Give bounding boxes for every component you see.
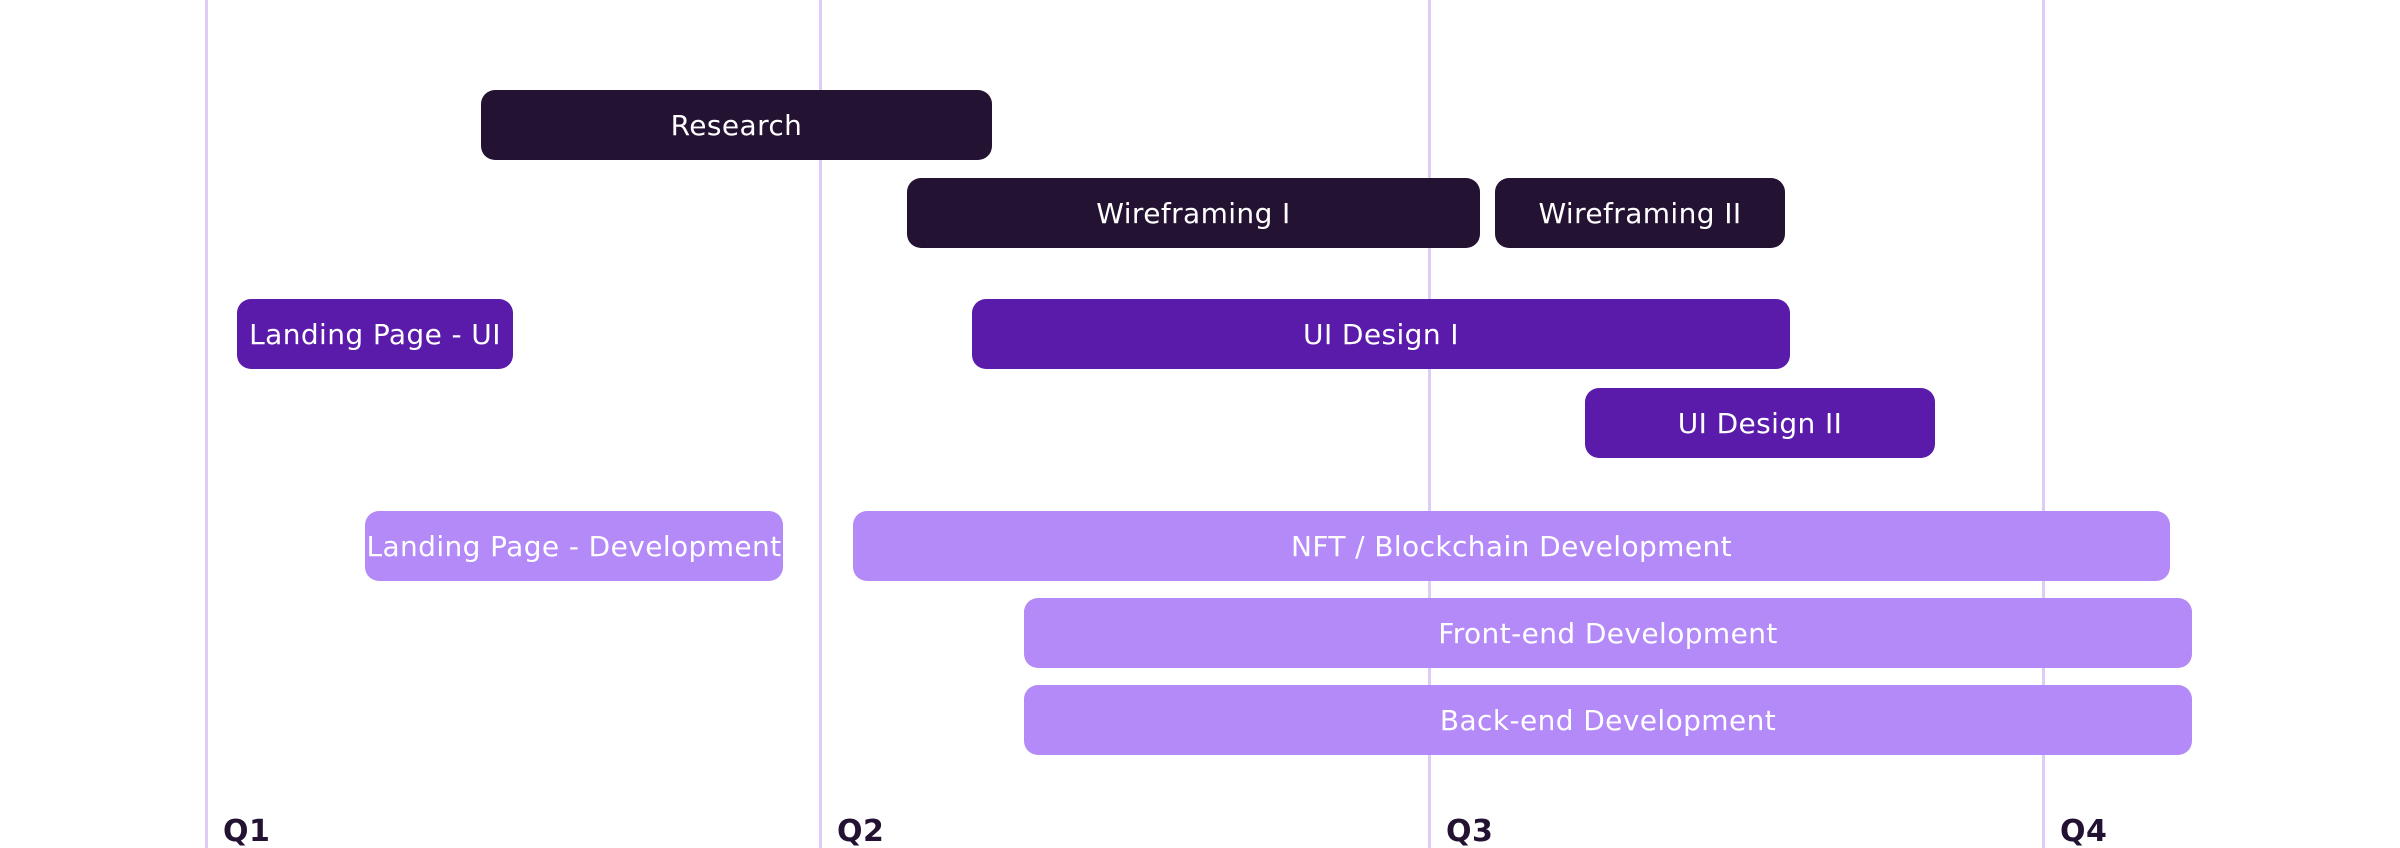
gantt-bar-landing-page-ui[interactable]: Landing Page - UI bbox=[237, 299, 513, 369]
axis-label-q1: Q1 bbox=[223, 814, 271, 848]
gridline-q4 bbox=[2042, 0, 2045, 848]
axis-label-q4: Q4 bbox=[2060, 814, 2108, 848]
gantt-bar-wireframing-2[interactable]: Wireframing II bbox=[1495, 178, 1785, 248]
gantt-bar-front-end-development[interactable]: Front-end Development bbox=[1024, 598, 2192, 668]
gantt-bar-nft-blockchain-development[interactable]: NFT / Blockchain Development bbox=[853, 511, 2170, 581]
gantt-bar-wireframing-1[interactable]: Wireframing I bbox=[907, 178, 1480, 248]
gridline-q1 bbox=[205, 0, 208, 848]
axis-label-q3: Q3 bbox=[1446, 814, 1494, 848]
gantt-bar-ui-design-2[interactable]: UI Design II bbox=[1585, 388, 1935, 458]
gridline-q3 bbox=[1428, 0, 1431, 848]
gridline-q2 bbox=[819, 0, 822, 848]
gantt-bar-back-end-development[interactable]: Back-end Development bbox=[1024, 685, 2192, 755]
gantt-bar-research[interactable]: Research bbox=[481, 90, 992, 160]
gantt-bar-ui-design-1[interactable]: UI Design I bbox=[972, 299, 1790, 369]
axis-label-q2: Q2 bbox=[837, 814, 885, 848]
gantt-bar-landing-page-development[interactable]: Landing Page - Development bbox=[365, 511, 783, 581]
